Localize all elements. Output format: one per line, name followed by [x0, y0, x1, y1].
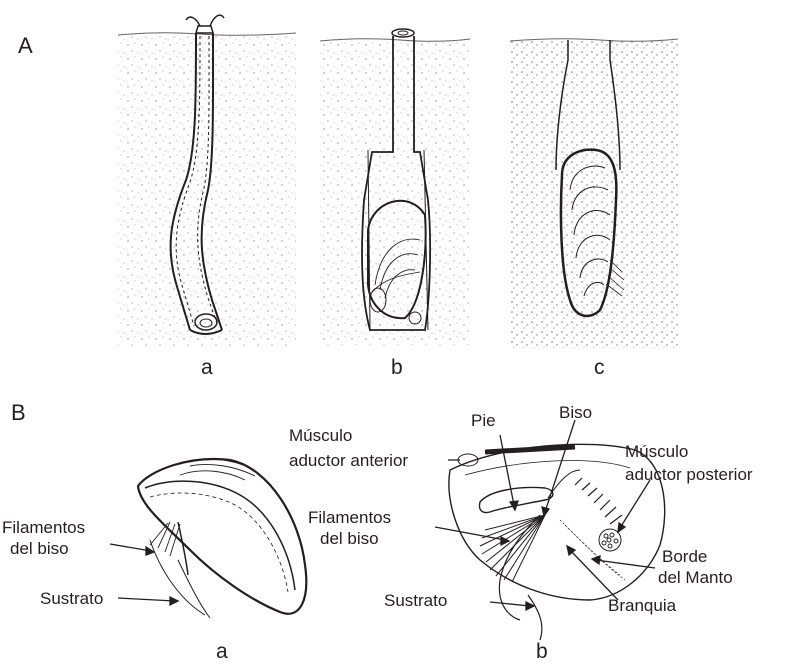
label-filaments-a-line2: del biso: [10, 539, 69, 558]
mussel-a: [138, 459, 306, 618]
label-substrate-b: Sustrato: [384, 591, 447, 610]
label-anterior-muscle-line1: Músculo: [289, 426, 352, 445]
label-filaments-a-line1: Filamentos: [2, 518, 85, 537]
panel-b-letter: B: [11, 401, 26, 425]
panel-a-sediment-c: [510, 39, 678, 348]
label-byssus: Biso: [559, 403, 592, 422]
label-anterior-muscle-line2: aductor anterior: [289, 451, 408, 470]
panel-a-sublabel-c: c: [594, 356, 605, 379]
panel-a-letter: A: [18, 34, 33, 58]
label-mantle-line2: del Manto: [658, 568, 733, 587]
panel-a-sediment-a: [118, 33, 296, 346]
panel-a-sediment-b: [320, 39, 470, 345]
panel-b-sublabel-a: a: [216, 640, 228, 663]
label-gill: Branquia: [608, 596, 676, 615]
label-posterior-muscle-line2: aductor posterior: [625, 465, 753, 484]
panel-a-sublabel-a: a: [201, 356, 213, 379]
panel-b-sublabel-b: b: [536, 640, 548, 663]
label-substrate-a: Sustrato: [40, 589, 103, 608]
arrows-panel-b-a: [110, 544, 178, 605]
label-filaments-b-line1: Filamentos: [308, 508, 391, 527]
label-foot: Pie: [471, 411, 496, 430]
label-filaments-b-line2: del biso: [320, 529, 379, 548]
panel-a-sublabel-b: b: [391, 356, 403, 379]
label-posterior-muscle-line1: Músculo: [625, 442, 688, 461]
label-mantle-line1: Borde: [662, 547, 707, 566]
